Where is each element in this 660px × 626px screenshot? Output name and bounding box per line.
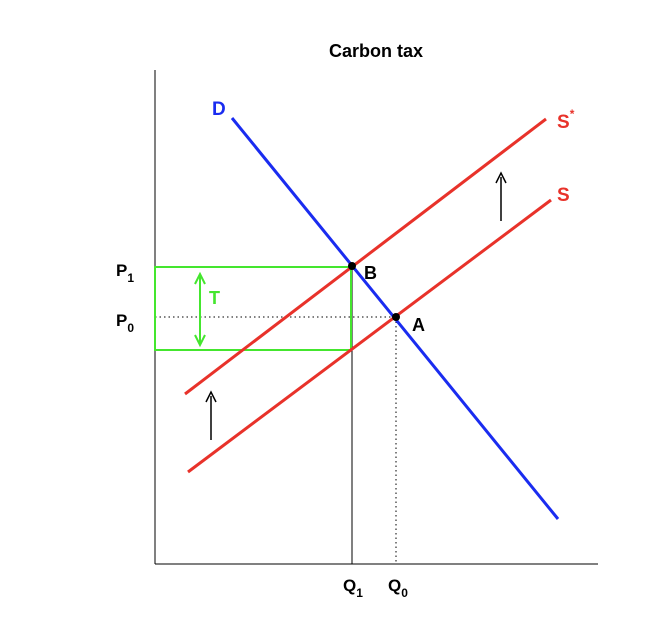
diagram-title: Carbon tax <box>329 41 423 61</box>
tax-revenue-box <box>154 266 352 351</box>
point-b-marker <box>348 262 356 270</box>
q0-label: Q0 <box>388 576 408 600</box>
supply-taxed-superscript: * <box>570 107 575 121</box>
point-b-label: B <box>364 263 377 283</box>
p0-label: P0 <box>116 311 134 335</box>
tax-label: T <box>209 288 220 308</box>
supply-taxed-curve <box>184 117 547 396</box>
p1-label: P1 <box>116 261 134 285</box>
point-a-marker <box>392 313 400 321</box>
shift-arrow-left <box>205 390 217 440</box>
point-a-label: A <box>412 315 425 335</box>
tax-double-arrow <box>194 271 206 348</box>
q1-label: Q1 <box>343 576 363 600</box>
shift-arrow-right <box>495 171 507 221</box>
supply-label: S <box>557 185 570 206</box>
supply-curve <box>187 198 552 474</box>
supply-taxed-label: S* <box>557 107 575 133</box>
demand-label: D <box>212 99 226 120</box>
